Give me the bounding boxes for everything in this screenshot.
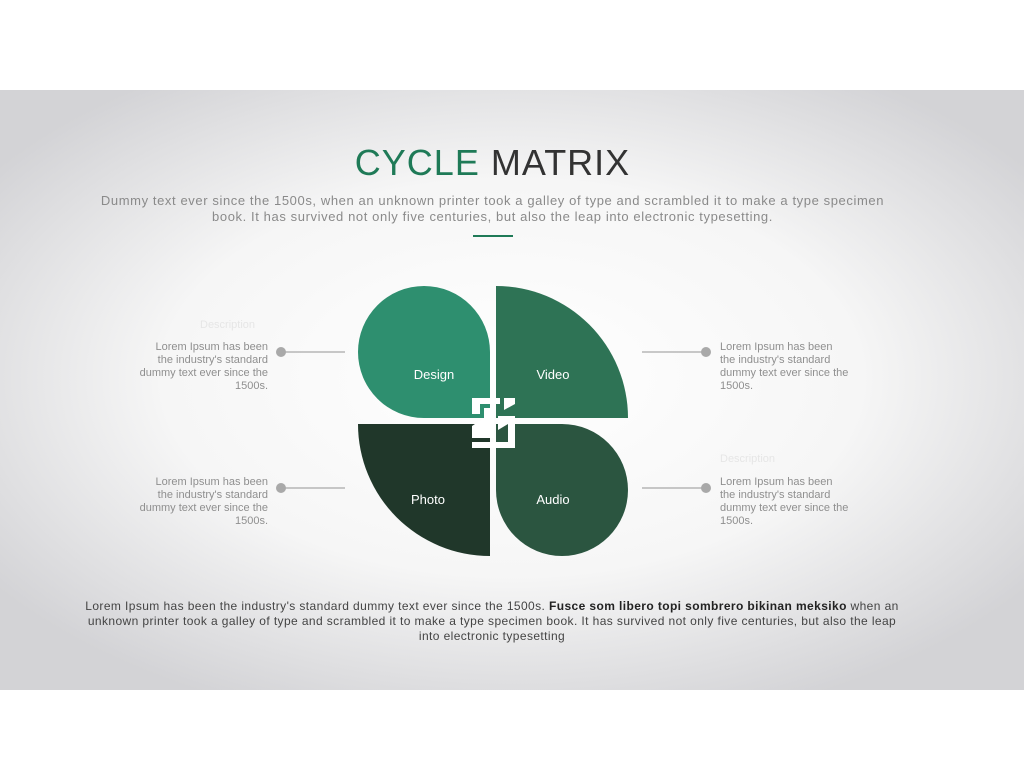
title-underline — [473, 235, 513, 237]
footer-rest: when an unknown printer took a galley of… — [87, 599, 899, 643]
subtitle: Dummy text ever since the 1500s, when an… — [100, 193, 885, 224]
footer-text: Lorem Ipsum has been the industry's stan… — [82, 599, 902, 644]
title-part-1: CYCLE — [354, 142, 480, 183]
desc-heading-top-left: Description — [200, 319, 256, 331]
desc-bottom-right: Lorem Ipsum has been the industry's stan… — [720, 476, 849, 527]
desc-bottom-left: Lorem Ipsum has been the industry's stan… — [139, 476, 268, 527]
desc-heading-bottom-right: Description — [720, 453, 776, 465]
petal-label-audio: Audio — [536, 492, 570, 507]
petal-label-design: Design — [413, 367, 455, 382]
desc-top-left: Lorem Ipsum has been the industry's stan… — [139, 341, 268, 392]
footer-regular: Lorem Ipsum has been the industry's stan… — [85, 599, 546, 613]
title-part-2: MATRIX — [490, 142, 631, 183]
footer-bold: Fusce som libero topi sombrero bikinan m… — [549, 599, 847, 613]
petal-label-video: Video — [536, 367, 570, 382]
petal-label-photo: Photo — [411, 492, 445, 507]
page-title: CYCLE MATRIX — [0, 142, 985, 184]
desc-top-right: Lorem Ipsum has been the industry's stan… — [720, 341, 849, 392]
